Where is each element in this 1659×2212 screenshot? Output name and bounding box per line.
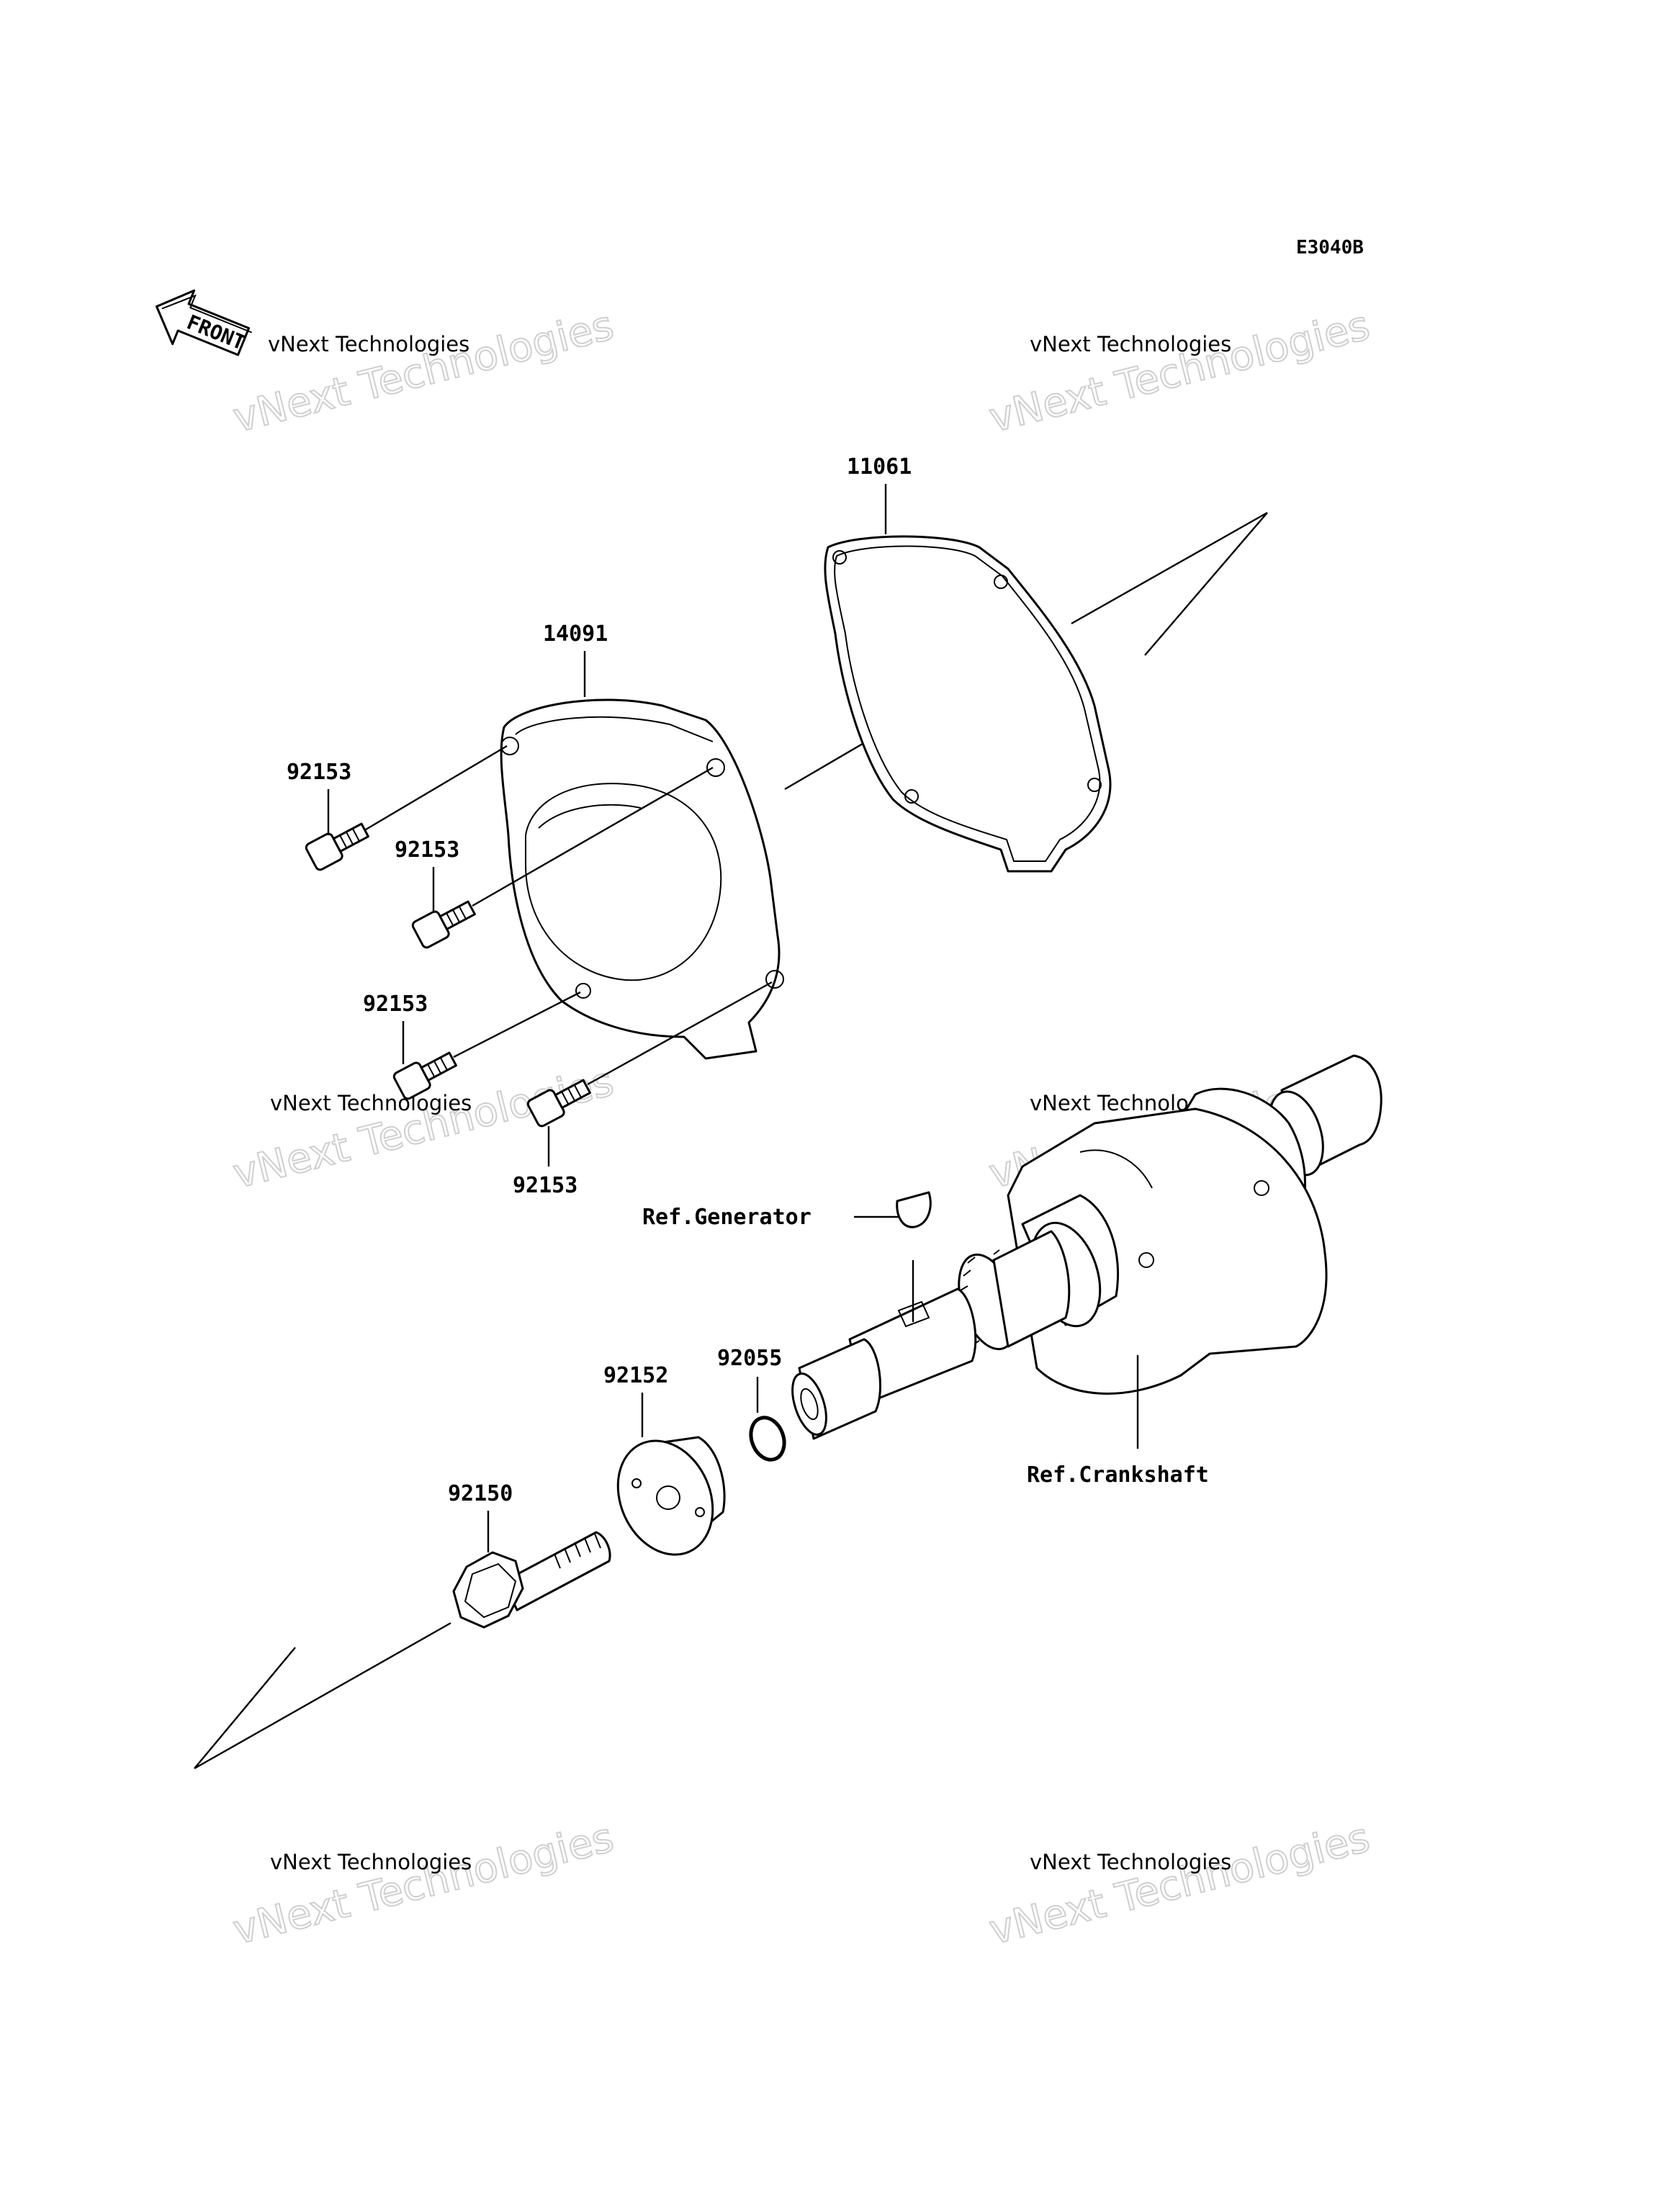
svg-text:vNext Technologies: vNext Technologies: [229, 1815, 619, 1954]
oring-92055: [749, 1416, 786, 1462]
bolt-92153-d: [526, 1079, 591, 1128]
bolt-92153-b: [411, 900, 476, 949]
bolt-92153-a: [305, 822, 369, 871]
svg-text:vNext Technologies: vNext Technologies: [1030, 1850, 1231, 1874]
ref-generator-label: Ref.Generator: [642, 1205, 811, 1230]
part-number-92153-c: 92153: [363, 992, 428, 1017]
watermark-bottom-right: vNext Technologies vNext Technologies: [984, 1814, 1375, 1955]
crankshaft-assembly: [791, 1054, 1382, 1440]
part-number-92153-a: 92153: [287, 760, 351, 785]
main-bolt-92150: [452, 1531, 611, 1629]
generator-cover-14091: [500, 698, 784, 1060]
woodruff-key: [896, 1191, 932, 1228]
svg-text:vNext Technologies: vNext Technologies: [985, 302, 1375, 442]
svg-text:vNext Technologies: vNext Technologies: [270, 1850, 472, 1874]
part-number-92153-b: 92153: [395, 837, 459, 863]
part-number-92152: 92152: [603, 1363, 668, 1388]
watermark-bottom-left: vNext Technologies vNext Technologies: [228, 1814, 619, 1955]
assembly-marker-top: [1071, 511, 1268, 656]
svg-text:vNext Technologies: vNext Technologies: [268, 332, 469, 356]
ref-crankshaft-label: Ref.Crankshaft: [1027, 1462, 1209, 1488]
svg-text:vNext Technologies: vNext Technologies: [985, 1815, 1375, 1954]
watermark-top-left: vNext Technologies vNext Technologies: [228, 302, 619, 443]
bolt-92153-c: [392, 1051, 457, 1100]
diagram-code: E3040B: [1296, 237, 1364, 258]
svg-text:vNext Technologies: vNext Technologies: [229, 302, 619, 442]
part-number-92055: 92055: [717, 1346, 782, 1371]
part-number-92150: 92150: [448, 1481, 513, 1506]
part-number-11061: 11061: [847, 454, 912, 480]
part-number-14091: 14091: [543, 621, 608, 647]
part-number-92153-d: 92153: [513, 1173, 577, 1198]
svg-text:vNext Technologies: vNext Technologies: [270, 1091, 472, 1115]
assembly-marker-bottom: [194, 1622, 451, 1770]
washer-92152: [616, 1436, 726, 1556]
watermark-top-right: vNext Technologies vNext Technologies: [984, 302, 1375, 443]
gasket-11061: [824, 535, 1112, 873]
front-arrow-icon: FRONT: [156, 289, 252, 356]
svg-text:vNext Technologies: vNext Technologies: [1030, 332, 1231, 356]
